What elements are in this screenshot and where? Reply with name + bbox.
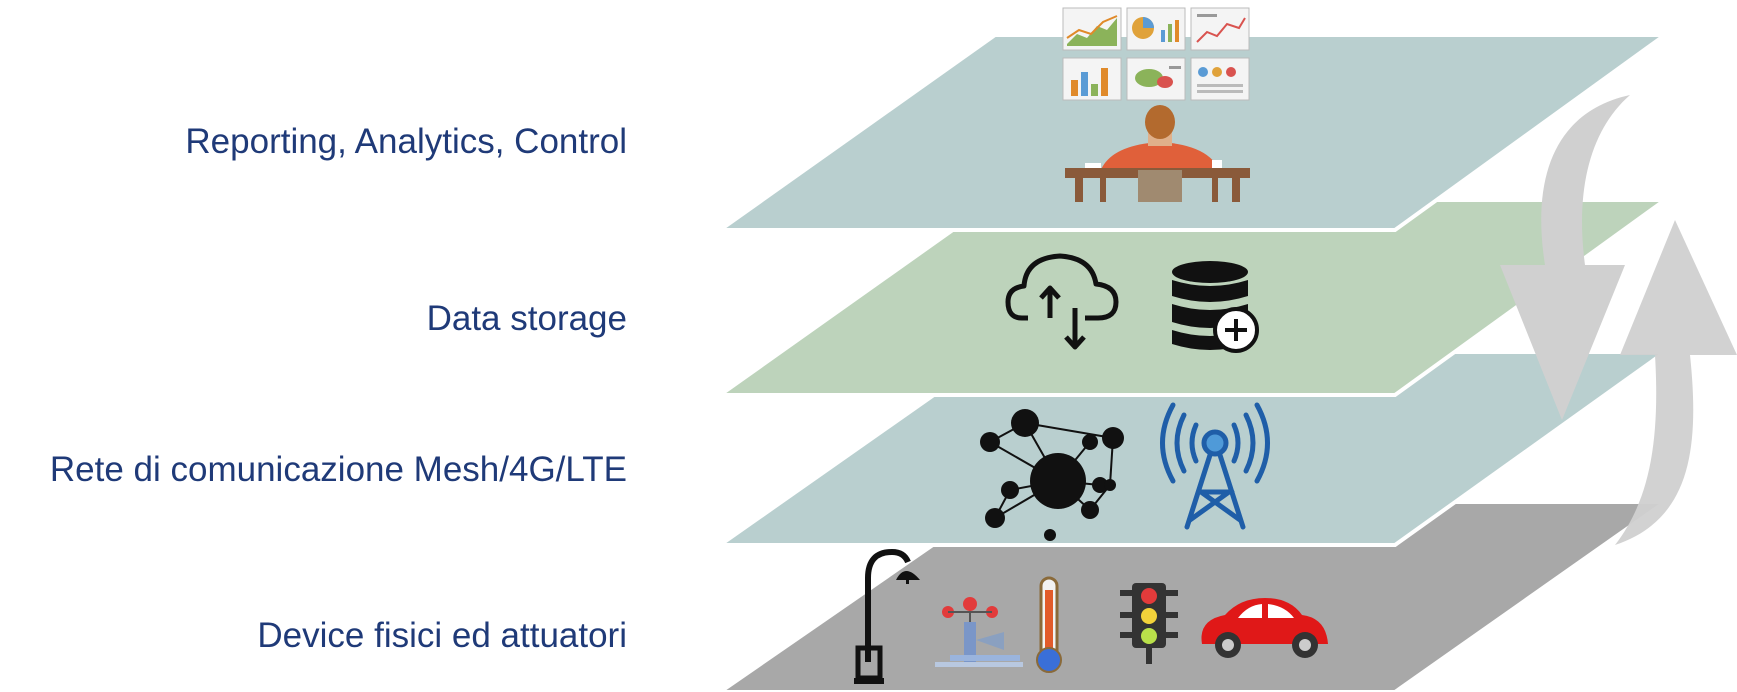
thermometer-icon — [1036, 576, 1062, 673]
layer-plane-reporting — [713, 33, 1672, 232]
weather-vane-icon — [935, 597, 1023, 667]
database-add-icon — [1172, 261, 1259, 353]
dashboard-chart-icon — [1062, 7, 1250, 101]
car-icon — [1201, 598, 1328, 658]
layer-label-reporting: Reporting, Analytics, Control — [185, 122, 627, 161]
person-at-desk-icon — [1065, 105, 1250, 202]
mesh-network-icon — [980, 409, 1124, 541]
down-arrow-icon — [1500, 95, 1630, 420]
up-arrow-icon — [1615, 220, 1737, 545]
layer-label-data-storage: Data storage — [426, 299, 627, 338]
layer-label-network: Rete di comunicazione Mesh/4G/LTE — [49, 450, 627, 489]
traffic-light-icon — [1120, 583, 1178, 664]
layer-label-devices: Device fisici ed attuatori — [257, 616, 627, 655]
cloud-sync-icon — [1005, 253, 1119, 350]
street-lamp-icon — [854, 548, 920, 684]
radio-tower-icon — [1160, 402, 1270, 530]
